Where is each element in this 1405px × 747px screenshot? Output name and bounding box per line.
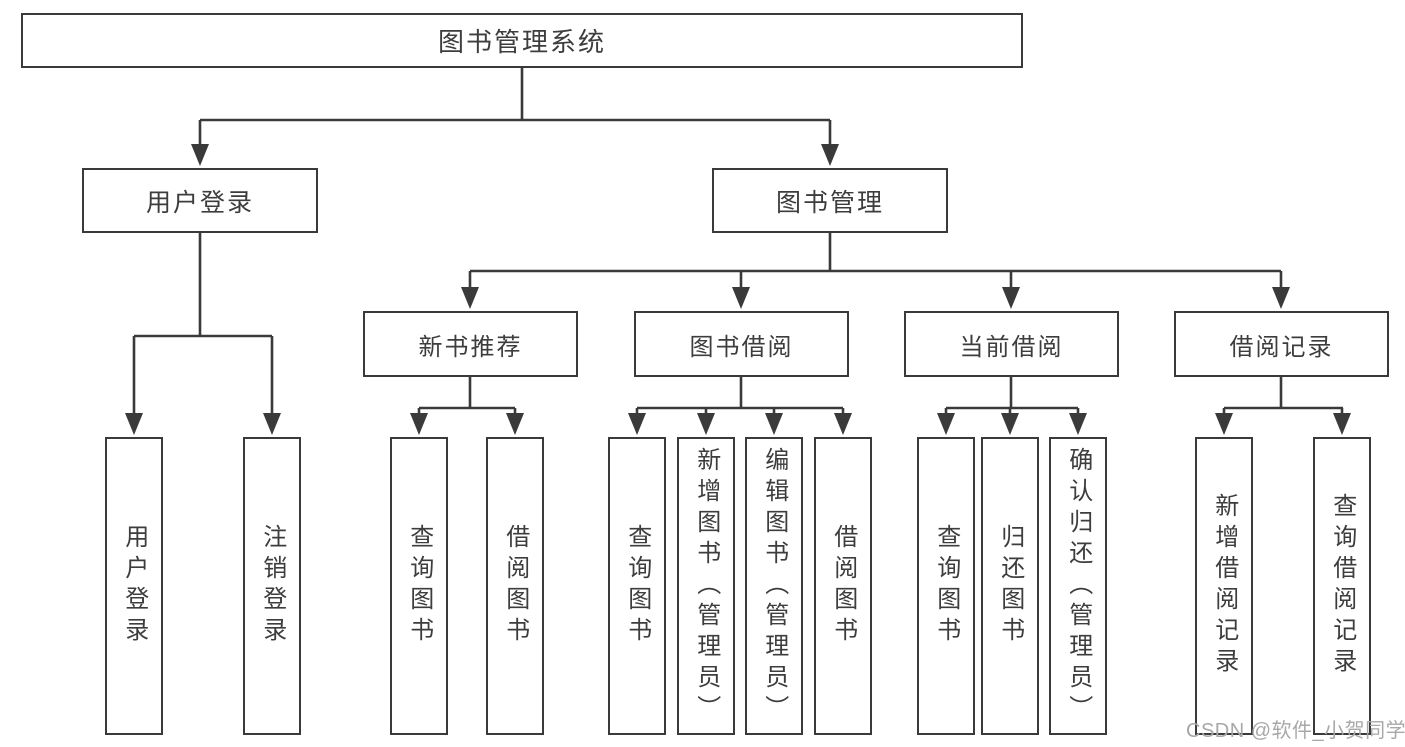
arrow-down-icon <box>765 413 783 435</box>
node-user-login: 用户登录 <box>82 168 318 233</box>
leaf-label: 查询借阅记录 <box>1328 493 1356 679</box>
node-new-book-recommendation: 新书推荐 <box>363 311 578 377</box>
arrow-down-icon <box>834 413 852 435</box>
leaf-label: 归还图书 <box>996 524 1024 648</box>
arrow-down-icon <box>1333 413 1351 435</box>
leaf-confirm-return-admin: 确认归还（管理员） <box>1049 437 1107 735</box>
borrowing-records-connectors <box>1215 376 1351 435</box>
new-book-recommendation-connectors <box>410 376 524 435</box>
leaf-add-borrow-record: 新增借阅记录 <box>1195 437 1253 735</box>
arrow-down-icon <box>1272 287 1290 309</box>
leaf-label: 注销登录 <box>258 524 286 648</box>
arrow-down-icon <box>461 287 479 309</box>
leaf-label: 借阅图书 <box>829 524 857 648</box>
book-borrowing-connectors <box>628 376 852 435</box>
leaf-edit-books-admin: 编辑图书（管理员） <box>745 437 803 735</box>
arrow-down-icon <box>506 413 524 435</box>
leaf-label: 确认归还（管理员） <box>1064 446 1092 726</box>
leaf-query-books-borrowing: 查询图书 <box>608 437 666 735</box>
arrow-down-icon <box>1002 287 1020 309</box>
leaf-label: 用户登录 <box>120 524 148 648</box>
leaf-label: 查询图书 <box>932 524 960 648</box>
leaf-label: 新增图书（管理员） <box>692 446 720 726</box>
leaf-label: 编辑图书（管理员） <box>760 446 788 726</box>
leaf-label: 查询图书 <box>623 524 651 648</box>
arrow-down-icon <box>697 413 715 435</box>
arrow-down-icon <box>410 413 428 435</box>
leaf-borrow-books-borrowing: 借阅图书 <box>814 437 872 735</box>
leaf-user-login: 用户登录 <box>105 437 163 735</box>
leaf-return-books: 归还图书 <box>981 437 1039 735</box>
leaf-logout-login: 注销登录 <box>243 437 301 735</box>
arrow-down-icon <box>191 144 209 166</box>
arrow-down-icon <box>1001 413 1019 435</box>
arrow-down-icon <box>125 413 143 435</box>
node-library-management-system: 图书管理系统 <box>21 13 1023 68</box>
book-management-connectors <box>461 233 1290 309</box>
node-book-borrowing: 图书借阅 <box>634 311 849 377</box>
leaf-query-books-current: 查询图书 <box>917 437 975 735</box>
arrow-down-icon <box>263 413 281 435</box>
leaf-label: 查询图书 <box>405 524 433 648</box>
arrow-down-icon <box>1215 413 1233 435</box>
arrow-down-icon <box>937 413 955 435</box>
csdn-watermark: CSDN @软件_小贺同学 <box>1186 720 1405 742</box>
node-book-management: 图书管理 <box>712 168 948 233</box>
leaf-label: 新增借阅记录 <box>1210 493 1238 679</box>
user-login-connectors <box>125 233 281 435</box>
arrow-down-icon <box>821 144 839 166</box>
current-borrowing-connectors <box>937 376 1087 435</box>
arrow-down-icon <box>628 413 646 435</box>
leaf-label: 借阅图书 <box>501 524 529 648</box>
arrow-down-icon <box>732 287 750 309</box>
node-current-borrowing: 当前借阅 <box>904 311 1119 377</box>
leaf-query-borrow-record: 查询借阅记录 <box>1313 437 1371 735</box>
root-connectors <box>191 68 839 166</box>
leaf-add-books-admin: 新增图书（管理员） <box>677 437 735 735</box>
leaf-query-books-recommend: 查询图书 <box>390 437 448 735</box>
leaf-borrow-books-recommend: 借阅图书 <box>486 437 544 735</box>
node-borrowing-records: 借阅记录 <box>1174 311 1389 377</box>
arrow-down-icon <box>1069 413 1087 435</box>
